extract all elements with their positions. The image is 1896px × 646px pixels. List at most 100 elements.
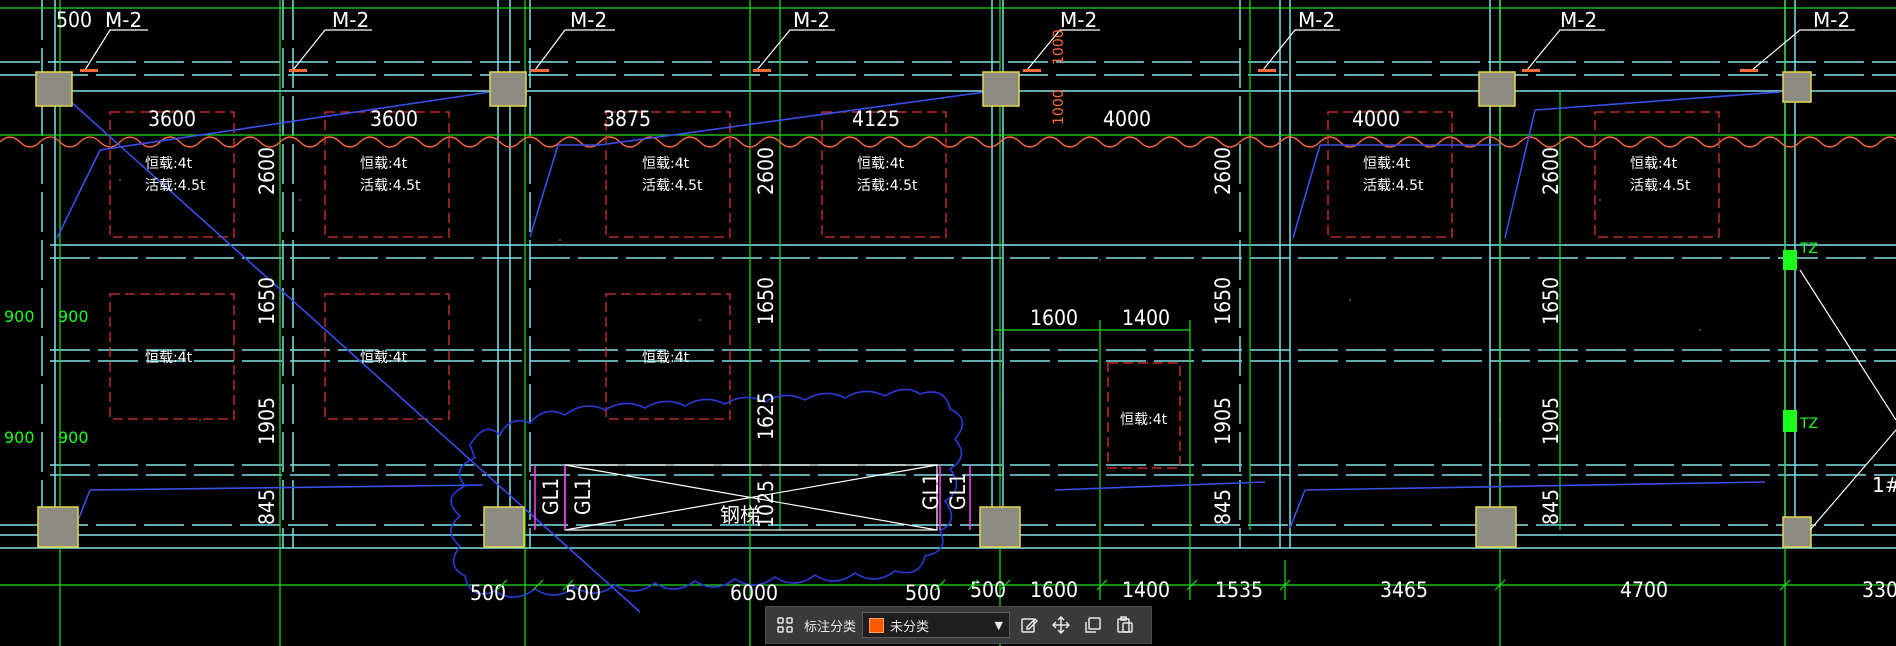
dim-left-900d: 900 [58,428,89,447]
annotation-toolbar: 标注分类 未分类 ▼ [765,606,1152,644]
dim-left-900b: 900 [58,307,89,326]
load-dead-6: 恒载:4t [1630,156,1678,172]
door-markers [80,69,1758,72]
annotation-category-label: 标注分类 [804,619,857,635]
dim-red-1000a: 1000 [1051,29,1067,65]
door-label-8: M-2 [1813,8,1850,32]
dim-v-1025: 1025 [754,480,778,528]
lintel-label-4: GL1 [946,473,970,510]
dim-left-900a: 900 [4,307,35,326]
load-dead-3: 恒载:4t [642,156,690,172]
dim-v-845-3: 845 [1539,489,1563,525]
dim-top-4000a: 4000 [1103,107,1151,131]
dim-v-1650-3: 1650 [1211,277,1235,325]
dim-v-2600-4: 2600 [1539,147,1563,195]
dim-top-3600a: 3600 [148,107,196,131]
dim-v-2600-2: 2600 [754,147,778,195]
dim-ticks [496,579,1791,591]
dim-bottom-330: 330 [1862,578,1896,602]
dim-mid-1400: 1400 [1122,306,1170,330]
load-dead-2: 恒载:4t [360,156,408,172]
revision-cloud [450,388,964,598]
dim-mid-1600: 1600 [1030,306,1078,330]
dim-top-4125: 4125 [852,107,900,131]
load-live-3: 活载:4.5t [642,178,703,194]
dim-v-1650-1: 1650 [255,277,279,325]
door-label-4: M-2 [793,8,830,32]
edit-icon[interactable] [1016,612,1042,638]
dim-v-1625: 1625 [754,392,778,440]
dim-bottom-500b: 500 [565,581,601,605]
dim-bottom-4700: 4700 [1620,578,1668,602]
dim-top-3600b: 3600 [370,107,418,131]
dim-v-1905-2: 1905 [1211,397,1235,445]
dim-v-1650-4: 1650 [1539,277,1563,325]
dim-top-3875: 3875 [603,107,651,131]
tz-label-1: TZ [1799,241,1818,257]
lintel-label-3: GL1 [919,473,943,510]
load-labels: 恒载:4t 活载:4.5t 恒载:4t 活载:4.5t 恒载:4t 活载:4.5… [145,156,1691,428]
tz-label-2: TZ [1799,416,1818,432]
load-dead-7: 恒载:4t [145,350,193,366]
category-color-swatch [869,617,885,633]
dim-v-2600-1: 2600 [255,147,279,195]
load-live-2: 活载:4.5t [360,178,421,194]
dim-v-1905-1: 1905 [255,397,279,445]
door-label-7: M-2 [1560,8,1597,32]
dim-v-845-1: 845 [255,489,279,525]
dim-v-2600-3: 2600 [1211,147,1235,195]
load-dead-5: 恒载:4t [1363,156,1411,172]
paste-icon[interactable] [1112,612,1138,638]
door-label-3: M-2 [570,8,607,32]
steel-stair [534,464,971,531]
right-diagonals [1799,269,1896,531]
load-dead-1: 恒载:4t [145,156,193,172]
dim-bottom-1400: 1400 [1122,578,1170,602]
move-icon[interactable] [1048,612,1074,638]
load-live-4: 活载:4.5t [857,178,918,194]
lintel-label-1: GL1 [539,478,563,515]
dim-top-4000b: 4000 [1352,107,1400,131]
dim-v-1905-3: 1905 [1539,397,1563,445]
category-select[interactable]: 未分类 ▼ [862,612,1011,638]
vertical-dims: 2600 2600 2600 2600 1650 1650 1650 1650 … [255,147,1563,528]
dim-v-1650-2: 1650 [754,277,778,325]
structural-columns [35,71,1812,548]
column-lines [41,0,1796,548]
dim-v-845-2: 845 [1211,489,1235,525]
dim-top-500: 500 [56,8,92,32]
chevron-down-icon: ▼ [994,618,1004,632]
door-label-5: M-2 [1060,8,1097,32]
bottom-dims: 500 500 6000 500 500 1600 1400 1535 3465… [470,578,1896,605]
door-label-1: M-2 [105,8,142,32]
dim-bottom-6000: 6000 [730,581,778,605]
door-label-2: M-2 [332,8,369,32]
blue-lines [56,91,1781,613]
lintel-label-2: GL1 [571,478,595,515]
load-dead-10: 恒载:4t [1120,412,1168,428]
dim-bottom-1600: 1600 [1030,578,1078,602]
copy-icon[interactable] [1080,612,1106,638]
grid-icon[interactable] [772,612,798,638]
stair-label: 钢梯 [720,503,760,527]
dim-bottom-500c: 500 [905,581,941,605]
load-dead-8: 恒载:4t [360,350,408,366]
dim-bottom-3465: 3465 [1380,578,1428,602]
tz-markers [1783,250,1797,432]
background-dots [119,179,1701,421]
dim-left-900c: 900 [4,428,35,447]
load-dead-9: 恒载:4t [642,350,690,366]
load-live-5: 活载:4.5t [1363,178,1424,194]
dim-bottom-1535: 1535 [1215,578,1263,602]
door-label-6: M-2 [1298,8,1335,32]
break-line [0,136,1896,148]
load-live-1: 活载:4.5t [145,178,206,194]
load-live-6: 活载:4.5t [1630,178,1691,194]
stair-one-label: 1# [1872,473,1896,497]
category-select-value: 未分类 [890,619,930,635]
load-zones [109,111,1720,469]
dim-red-1000b: 1000 [1051,89,1067,125]
door-leaders [84,29,1855,71]
